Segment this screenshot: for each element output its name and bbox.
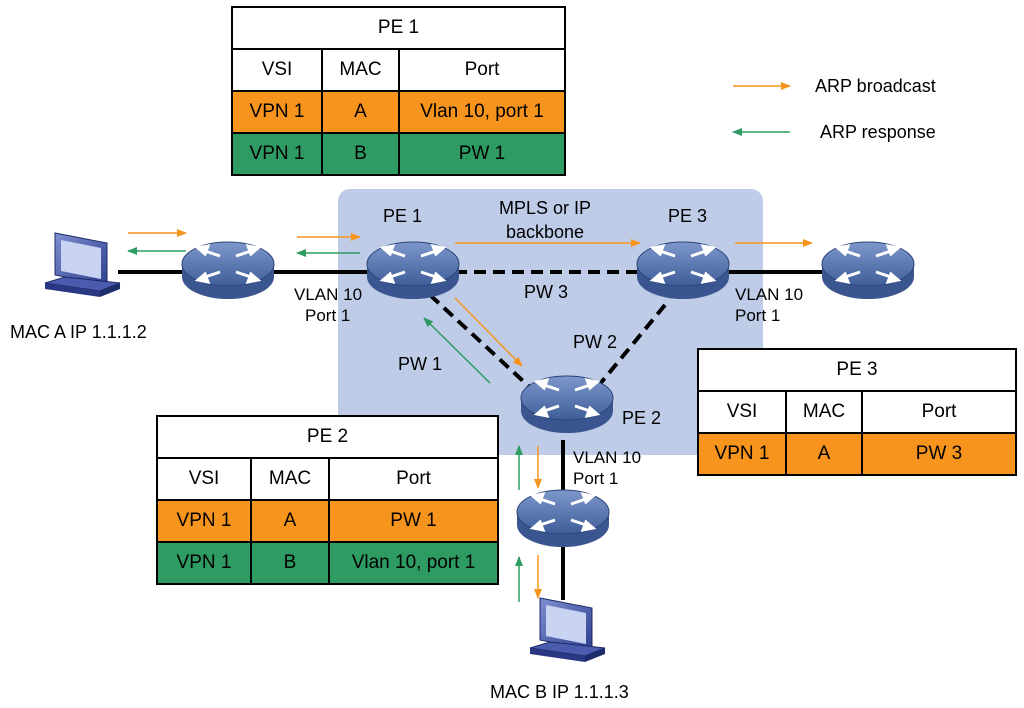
computer-icon	[44, 232, 121, 297]
cell-vsi: VPN 1	[231, 132, 323, 176]
cell-mac: A	[250, 499, 330, 543]
backbone-label: backbone	[506, 222, 584, 242]
cell-vsi: VPN 1	[156, 499, 252, 543]
table-row: VPN 1 B Vlan 10, port 1	[156, 541, 500, 585]
table-row: VPN 1 A Vlan 10, port 1	[231, 90, 567, 134]
ce-switch-c	[820, 240, 916, 301]
column-header-port: Port	[327, 457, 500, 501]
column-header-vsi: VSI	[697, 390, 787, 434]
column-header-mac: MAC	[250, 457, 330, 501]
cell-mac: B	[250, 541, 330, 585]
column-header-port: Port	[397, 48, 567, 92]
pe3-switch	[635, 240, 731, 301]
pe3-label: PE 3	[668, 206, 707, 226]
ce-switch-a	[180, 240, 276, 301]
pe3-port-label: Port 1	[735, 306, 780, 325]
pw1-line	[428, 293, 537, 394]
table-row: VPN 1 A PW 3	[697, 432, 1018, 476]
table-title: PE 2	[155, 415, 500, 459]
cell-mac: B	[321, 132, 400, 176]
cell-port: Vlan 10, port 1	[327, 541, 500, 585]
table-title: PE 1	[230, 6, 567, 50]
arp-broadcast-arrow	[454, 297, 523, 367]
pw2-label: PW 2	[573, 332, 617, 352]
pe2-label: PE 2	[622, 408, 661, 428]
cell-port: Vlan 10, port 1	[397, 90, 567, 134]
pw1-label: PW 1	[398, 354, 442, 374]
legend-response-label: ARP response	[820, 122, 936, 142]
pe3-vlan-label: VLAN 10	[735, 285, 803, 304]
arp-response-arrow	[423, 317, 491, 384]
cell-port: PW 1	[327, 499, 500, 543]
backbone-label: MPLS or IP	[499, 198, 591, 218]
cell-mac: A	[785, 432, 863, 476]
column-header-port: Port	[860, 390, 1018, 434]
legend-broadcast-label: ARP broadcast	[815, 76, 936, 96]
column-header-vsi: VSI	[231, 48, 323, 92]
ce-switch-b	[515, 488, 611, 549]
cell-vsi: VPN 1	[231, 90, 323, 134]
column-header-mac: MAC	[321, 48, 400, 92]
table-row: VPN 1 A PW 1	[156, 499, 500, 543]
table-title: PE 3	[696, 348, 1018, 392]
cell-port: PW 1	[397, 132, 567, 176]
pe2-mac-table: PE 2 VSI MAC Port VPN 1 A PW 1 VPN 1 B V…	[155, 415, 500, 585]
cell-port: PW 3	[860, 432, 1018, 476]
cell-mac: A	[321, 90, 400, 134]
cell-vsi: VPN 1	[697, 432, 787, 476]
pe1-port-label: Port 1	[305, 306, 350, 325]
pe1-switch	[365, 240, 461, 301]
pe2-switch	[519, 374, 615, 435]
host-a-label: MAC A IP 1.1.1.2	[10, 322, 147, 342]
cell-vsi: VPN 1	[156, 541, 252, 585]
computer-icon	[529, 597, 606, 662]
pe1-mac-table: PE 1 VSI MAC Port VPN 1 A Vlan 10, port …	[230, 6, 567, 176]
pe1-vlan-label: VLAN 10	[294, 285, 362, 304]
column-header-vsi: VSI	[156, 457, 252, 501]
column-header-mac: MAC	[785, 390, 863, 434]
pe3-mac-table: PE 3 VSI MAC Port VPN 1 A PW 3	[696, 348, 1018, 476]
pw3-label: PW 3	[524, 282, 568, 302]
host-b-label: MAC B IP 1.1.1.3	[490, 682, 629, 702]
pe1-label: PE 1	[383, 206, 422, 226]
table-row: VPN 1 B PW 1	[231, 132, 567, 176]
pe2-vlan-label: VLAN 10	[573, 448, 641, 467]
pe2-port-label: Port 1	[573, 469, 618, 488]
